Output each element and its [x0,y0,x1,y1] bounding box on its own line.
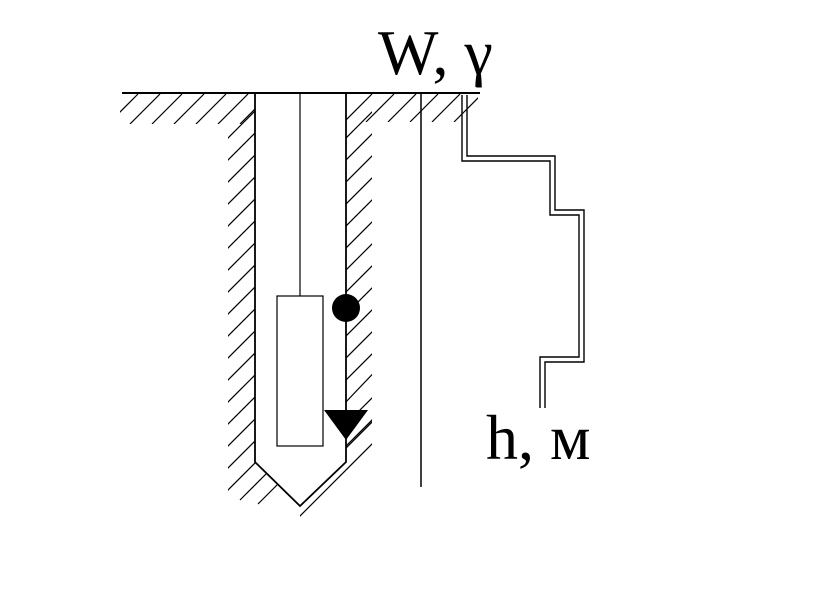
ground-hatching-right [346,94,478,122]
top-axis-label: W, γ [378,17,493,88]
ground-hatching-left [120,94,255,124]
probe-body [276,295,324,447]
water-level-marker [324,410,368,440]
source-dot [332,294,360,322]
log-curve [461,95,585,408]
borehole-outline [254,93,347,508]
bottom-axis-label: h, м [486,402,591,473]
